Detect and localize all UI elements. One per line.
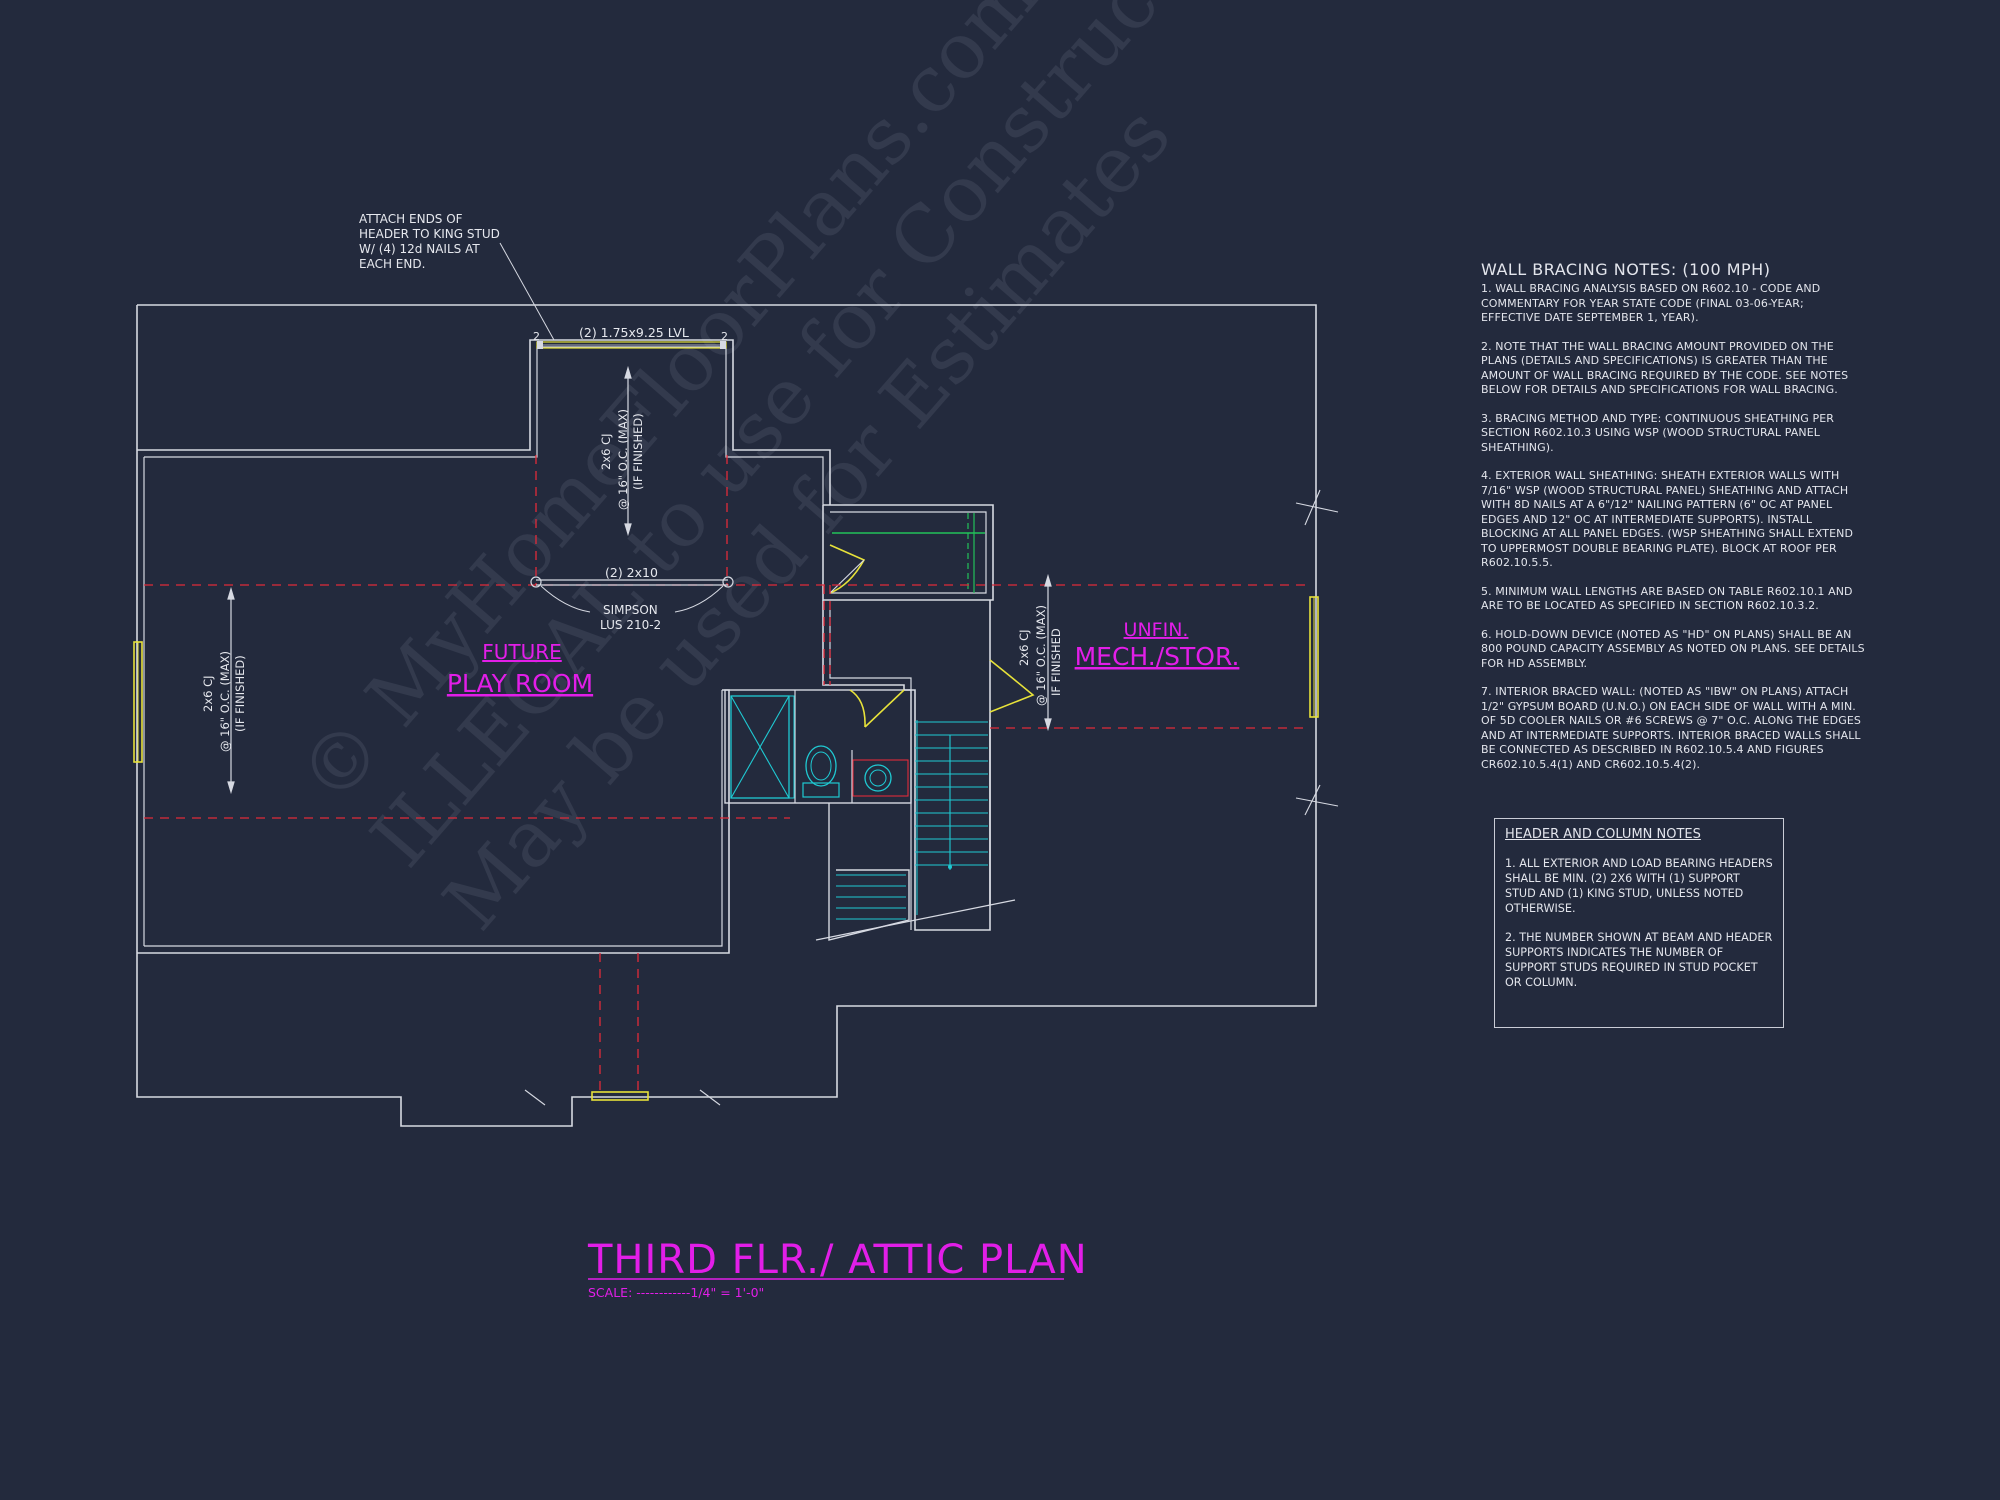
cj-center-arrow-head-bottom	[624, 523, 632, 537]
wall-bracing-note-2: 2. NOTE THAT THE WALL BRACING AMOUNT PRO…	[1481, 339, 1849, 397]
cj-center-line-3: (IF FINISHED)	[631, 413, 645, 490]
mech-label-line-1: UNFIN.	[1124, 619, 1189, 641]
attach-note-line-3: W/ (4) 12d NAILS AT	[359, 242, 480, 256]
hanger-label-2: LUS 210-2	[600, 618, 661, 632]
mech-door-swing	[989, 659, 1035, 713]
window-bottom	[591, 1091, 649, 1101]
beam-2x10-label: (2) 2x10	[605, 565, 658, 580]
wall-bracing-notes: WALL BRACING NOTES: (100 MPH) 1. WALL BR…	[1481, 260, 1866, 786]
cj-right-line-1: 2x6 CJ	[1017, 629, 1031, 666]
hanger-label-1: SIMPSON	[603, 603, 658, 617]
closet-wall-inner	[830, 511, 987, 594]
cj-left-line-1: 2x6 CJ	[201, 675, 215, 712]
lvl-stud-left	[537, 341, 543, 349]
wall-bracing-note-1: 1. WALL BRACING ANALYSIS BASED ON R602.1…	[1481, 282, 1821, 324]
play-room-label-line-2: PLAY ROOM	[447, 669, 593, 698]
plan-title: THIRD FLR./ ATTIC PLAN	[587, 1237, 1088, 1283]
break-mark-1	[1295, 502, 1339, 513]
play-room-wall-bottom-inner	[144, 690, 723, 947]
header-column-notes-box: HEADER AND COLUMN NOTES 1. ALL EXTERIOR …	[1494, 818, 1784, 1028]
wall-bracing-note-6: 6. HOLD-DOWN DEVICE (NOTED AS "HD" ON PL…	[1481, 627, 1865, 670]
cj-right-arrow-head-top	[1044, 573, 1052, 587]
toilet-bowl-inner	[810, 751, 832, 781]
hall-wall	[822, 600, 991, 931]
header-column-note-1: 1. ALL EXTERIOR AND LOAD BEARING HEADERS…	[1505, 857, 1773, 915]
hanger-right	[722, 576, 734, 588]
stair-treads	[836, 720, 988, 920]
break-mark-6	[699, 1089, 721, 1106]
bath-door-swing	[849, 689, 905, 728]
hanger-leader	[540, 585, 724, 613]
cj-center-line-2: @ 16" O.C. (MAX)	[616, 409, 630, 510]
break-mark-2	[1304, 489, 1321, 526]
cj-right-line-2: @ 16" O.C. (MAX)	[1034, 605, 1048, 706]
dashed-lines	[144, 455, 1310, 1097]
wall-bracing-note-5: 5. MINIMUM WALL LENGTHS ARE BASED ON TAB…	[1481, 584, 1853, 613]
break-mark-4	[1304, 784, 1321, 816]
stud-count-right: 2	[721, 330, 728, 343]
header-column-title: HEADER AND COLUMN NOTES	[1505, 827, 1701, 842]
toilet-bowl	[805, 745, 837, 787]
cj-left-label: 2x6 CJ @ 16" O.C. (MAX) (IF FINISHED)	[201, 651, 247, 752]
play-room-wall-outer	[137, 339, 831, 505]
wall-bracing-note-3: 3. BRACING METHOD AND TYPE: CONTINUOUS S…	[1481, 411, 1835, 454]
attach-note-line-1: ATTACH ENDS OF	[359, 212, 463, 226]
cj-left-line-3: (IF FINISHED)	[233, 655, 247, 732]
break-mark-5	[524, 1089, 546, 1106]
stair-break-line	[815, 899, 1016, 941]
wall-bracing-title: WALL BRACING NOTES: (100 MPH)	[1481, 260, 1771, 279]
mech-label-line-2: MECH./STOR.	[1075, 642, 1240, 671]
hall-wall-inner	[829, 610, 912, 930]
toilet-tank	[802, 782, 840, 798]
hanger-left	[530, 576, 542, 588]
cj-right-label: 2x6 CJ @ 16" O.C. (MAX) IF FINISHED	[1017, 605, 1063, 706]
lvl-header-label: (2) 1.75x9.25 LVL	[579, 325, 689, 340]
cj-left-arrow-head-top	[227, 586, 235, 600]
attach-leader	[499, 242, 555, 341]
header-column-note-2: 2. THE NUMBER SHOWN AT BEAM AND HEADER S…	[1505, 931, 1773, 989]
cj-right-arrow-head-bottom	[1044, 718, 1052, 732]
stair-lower-wall	[828, 803, 910, 941]
break-mark-3	[1295, 797, 1339, 807]
wall-bracing-note-7: 7. INTERIOR BRACED WALL: (NOTED AS "IBW"…	[1481, 685, 1862, 771]
sink-bowl	[864, 764, 892, 792]
plan-scale: SCALE: ------------1/4" = 1'-0"	[588, 1285, 764, 1300]
attach-note-line-4: EACH END.	[359, 257, 425, 271]
dimension-arrows	[227, 365, 1052, 795]
cj-center-line-1: 2x6 CJ	[599, 433, 613, 470]
closet-door-swing	[829, 544, 866, 594]
outer-outline	[136, 304, 1317, 1127]
stud-count-left: 2	[533, 330, 540, 343]
attach-note: ATTACH ENDS OF HEADER TO KING STUD W/ (4…	[359, 212, 500, 271]
play-room-wall-inner	[144, 346, 824, 505]
closet-door	[829, 559, 865, 594]
sink-bowl-inner	[869, 769, 887, 787]
break-marks	[524, 489, 1339, 1106]
shower-threshold	[788, 695, 795, 799]
cj-left-arrow-head-bottom	[227, 781, 235, 795]
wall-bracing-note-4: 4. EXTERIOR WALL SHEATHING: SHEATH EXTER…	[1481, 469, 1854, 569]
stair-arrow-dot	[948, 865, 952, 869]
attach-note-line-2: HEADER TO KING STUD	[359, 227, 500, 241]
cj-center-label: 2x6 CJ @ 16" O.C. (MAX) (IF FINISHED)	[599, 409, 645, 510]
cj-center-arrow-head-top	[624, 365, 632, 379]
cj-right-line-3: IF FINISHED	[1049, 628, 1063, 696]
play-room-label-line-1: FUTURE	[482, 640, 562, 664]
bath-outline	[724, 689, 912, 804]
closet-wall	[822, 504, 994, 601]
shower-x2	[730, 695, 790, 799]
cj-left-line-2: @ 16" O.C. (MAX)	[218, 651, 232, 752]
lvl-stud-right	[720, 341, 726, 349]
sink-box	[852, 759, 909, 797]
